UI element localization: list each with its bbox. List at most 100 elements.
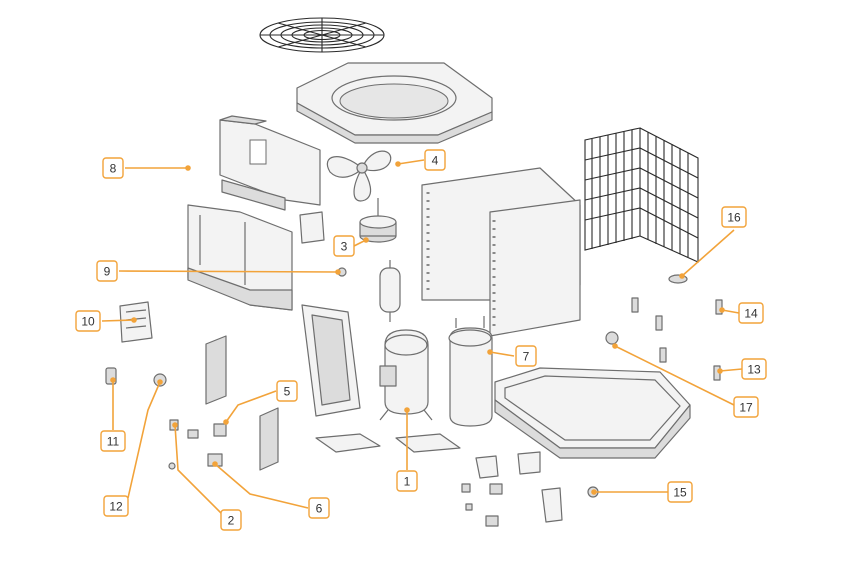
- callout-label: 8: [110, 162, 117, 176]
- front-panel-upper: [219, 115, 321, 211]
- heat-exchanger: [448, 316, 493, 427]
- compressor: [379, 329, 433, 421]
- leader-dot: [363, 237, 369, 243]
- leader-dot: [487, 349, 493, 355]
- callout-8: 8: [102, 157, 191, 179]
- callout-box: [333, 235, 355, 257]
- fittings: [461, 451, 563, 527]
- coil-panel-front: [489, 199, 581, 337]
- callout-6: 6: [212, 461, 330, 519]
- leader-dot: [395, 161, 401, 167]
- leader-line: [214, 463, 309, 509]
- callout-label: 7: [523, 350, 530, 364]
- callout-box: [741, 358, 767, 380]
- callout-10: 10: [75, 310, 137, 332]
- callout-7: 7: [487, 345, 537, 367]
- callout-label: 9: [104, 265, 111, 279]
- callout-label: 16: [727, 211, 741, 225]
- callout-box: [721, 206, 747, 228]
- callout-box: [100, 430, 126, 452]
- leader-dot: [612, 343, 618, 349]
- leader-dot: [719, 307, 725, 313]
- leader-dot: [335, 269, 341, 275]
- callout-17: 17: [612, 343, 759, 418]
- callout-15: 15: [591, 481, 693, 503]
- fan-motor: [359, 198, 397, 243]
- callout-box: [396, 470, 418, 492]
- callout-label: 3: [341, 240, 348, 254]
- leader-dot: [110, 377, 116, 383]
- leader-line: [101, 319, 135, 322]
- leader-line: [397, 159, 425, 165]
- callout-5: 5: [223, 380, 298, 425]
- fan-guard-grille: [259, 17, 385, 53]
- control-box: [119, 301, 153, 343]
- callout-box: [102, 157, 124, 179]
- callout-1: 1: [396, 407, 418, 492]
- callout-label: 11: [107, 435, 120, 449]
- callout-label: 4: [432, 154, 439, 168]
- callout-box: [276, 380, 298, 402]
- leader-line: [225, 390, 277, 423]
- wire-guard-grille: [584, 127, 699, 263]
- callout-label: 6: [316, 502, 323, 516]
- leader-dot: [591, 489, 597, 495]
- callout-label: 5: [284, 385, 291, 399]
- callout-box: [220, 509, 242, 531]
- callout-box: [96, 260, 118, 282]
- callout-box: [738, 302, 764, 324]
- leader-line: [174, 424, 222, 514]
- leader-line: [118, 270, 339, 273]
- base-tray-plates: [315, 433, 461, 453]
- leader-line: [721, 309, 740, 314]
- top-cover: [296, 62, 493, 144]
- leader-dot: [223, 419, 229, 425]
- fan-blade: [326, 150, 392, 202]
- callout-16: 16: [679, 206, 747, 279]
- callout-label: 17: [739, 401, 753, 415]
- leader-dot: [131, 317, 137, 323]
- leader-line: [489, 351, 515, 357]
- callout-box: [75, 310, 101, 332]
- callout-4: 4: [395, 149, 446, 171]
- leader-dot: [157, 379, 163, 385]
- insulation-pads: [205, 335, 279, 471]
- leader-dot: [212, 461, 218, 467]
- callout-label: 10: [81, 315, 95, 329]
- callout-label: 1: [404, 475, 411, 489]
- callout-9: 9: [96, 260, 341, 282]
- leader-dot: [172, 422, 178, 428]
- callout-box: [424, 149, 446, 171]
- callout-label: 14: [744, 307, 758, 321]
- callout-12: 12: [103, 379, 163, 517]
- callout-label: 12: [109, 500, 123, 514]
- leader-line: [681, 229, 735, 277]
- callout-label: 2: [228, 514, 235, 528]
- accumulator: [379, 260, 401, 322]
- callout-box: [515, 345, 537, 367]
- callout-3: 3: [333, 235, 369, 257]
- callout-box: [103, 495, 129, 517]
- callout-14: 14: [719, 302, 764, 324]
- leader-line: [127, 381, 161, 499]
- callout-2: 2: [172, 422, 242, 531]
- leader-line: [614, 345, 735, 406]
- base-pan: [494, 367, 691, 459]
- leader-dot: [404, 407, 410, 413]
- callout-box: [308, 497, 330, 519]
- callout-13: 13: [717, 358, 767, 380]
- small-cover-plate: [299, 211, 325, 244]
- leader-dot: [679, 273, 685, 279]
- service-panel: [301, 304, 361, 417]
- leader-dot: [717, 368, 723, 374]
- callout-11: 11: [100, 377, 126, 452]
- callout-label: 15: [673, 486, 687, 500]
- leader-dot: [185, 165, 191, 171]
- leader-line: [719, 368, 743, 372]
- callout-label: 13: [747, 363, 761, 377]
- callout-box: [733, 396, 759, 418]
- front-panel-lower: [187, 204, 293, 311]
